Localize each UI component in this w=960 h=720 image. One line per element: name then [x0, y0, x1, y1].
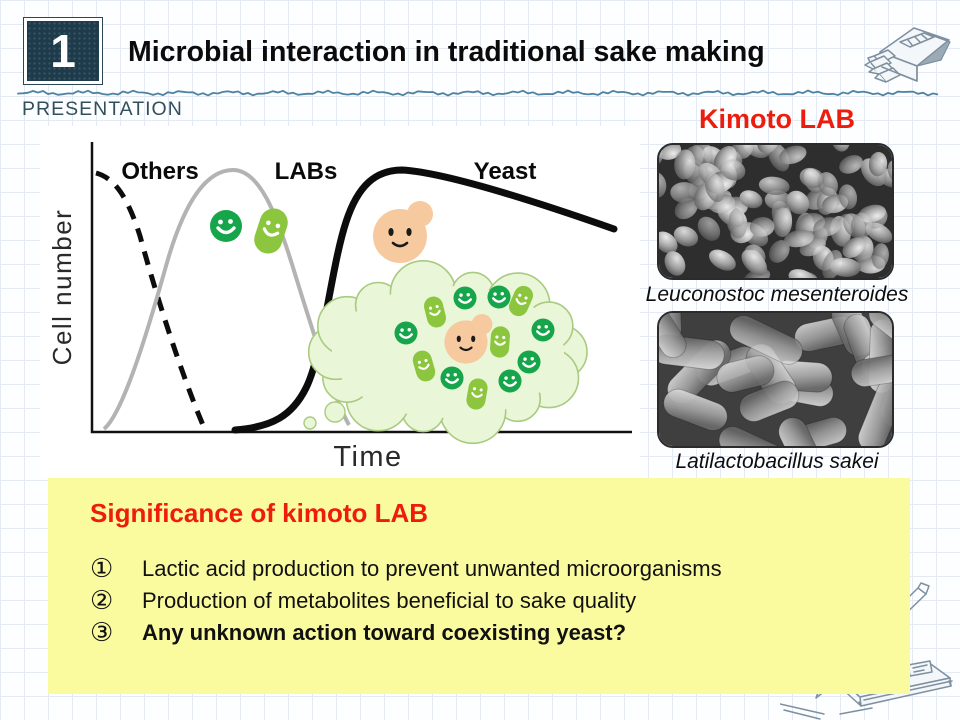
kimoto-lab-title: Kimoto LAB: [699, 104, 855, 134]
item-3-marker: ③: [90, 618, 114, 648]
lab-coccus-icon: [208, 208, 244, 244]
lab-coccus-icon: [486, 284, 512, 310]
sem-image-rods: [657, 311, 894, 448]
yeast-curve: [231, 166, 618, 434]
lab-coccus-icon: [393, 320, 419, 346]
sem-image-cocci: [657, 143, 894, 280]
lab-coccus-icon: [497, 368, 523, 394]
significance-items: ① Lactic acid production to prevent unwa…: [90, 554, 880, 648]
x-axis-label: Time: [333, 441, 402, 473]
slide-number: 1: [50, 25, 76, 77]
others-label: Others: [121, 158, 198, 185]
item-3-text: Any unknown action toward coexisting yea…: [142, 620, 627, 645]
wavy-divider: [17, 89, 939, 97]
significance-title: Significance of kimoto LAB: [90, 498, 429, 528]
slide-title: Microbial interaction in traditional sak…: [128, 36, 765, 68]
lab-coccus-icon: [530, 317, 556, 343]
pencil-case-sketch-icon: [864, 27, 951, 83]
item-2-marker: ②: [90, 586, 114, 616]
presentation-label: PRESENTATION: [22, 98, 183, 120]
slide-number-box: 1: [23, 17, 103, 85]
growth-chart-panel: Cell number Time: [40, 126, 640, 478]
item-1-marker: ①: [90, 554, 114, 584]
significance-item-1: ① Lactic acid production to prevent unwa…: [90, 554, 880, 584]
others-curve: [95, 170, 208, 431]
significance-box: Significance of kimoto LAB ① Lactic acid…: [48, 478, 910, 694]
labs-label: LABs: [275, 158, 338, 185]
item-2-text: Production of metabolites beneficial to …: [142, 588, 637, 613]
lab-coccus-icon: [439, 365, 465, 391]
item-1-text: Lactic acid production to prevent unwant…: [142, 556, 722, 581]
lab-coccus-icon: [516, 349, 542, 375]
lab-coccus-icon: [452, 285, 478, 311]
growth-chart: Cell number Time: [47, 142, 632, 473]
lab-bacillus-icon: [488, 324, 512, 360]
sem-caption-latilactobacillus: Latilactobacillus sakei: [675, 450, 879, 473]
yeast-label: Yeast: [474, 158, 537, 185]
labs-curve: [102, 167, 351, 431]
sem-caption-leuconostoc: Leuconostoc mesenteroides: [645, 283, 909, 306]
significance-item-2: ② Production of metabolites beneficial t…: [90, 586, 880, 616]
significance-item-3: ③ Any unknown action toward coexisting y…: [90, 618, 880, 648]
yeast-cell-icon: [371, 199, 435, 265]
slide-number-box-inner: 1: [27, 21, 99, 81]
y-axis-label: Cell number: [47, 209, 77, 366]
